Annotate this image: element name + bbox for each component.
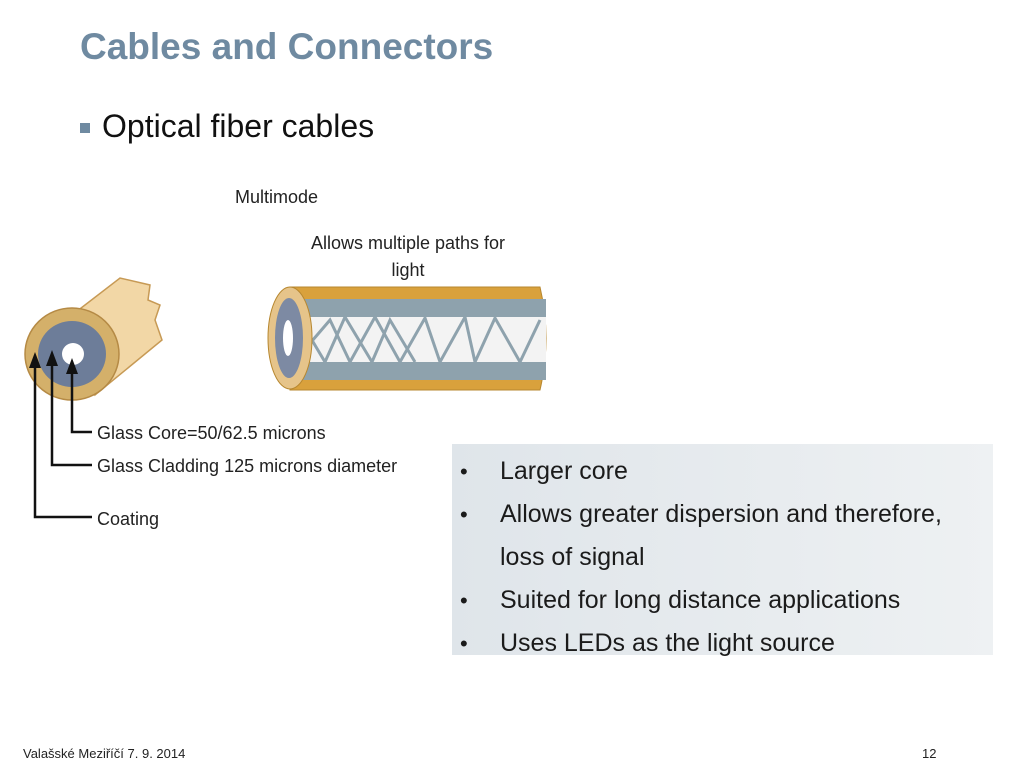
bullet-optical-fiber: Optical fiber cables	[80, 108, 374, 145]
pointer-arrowheads	[29, 350, 78, 374]
cable-cross-section	[24, 277, 163, 401]
square-bullet-icon	[80, 122, 90, 133]
bullet-dot-icon: •	[460, 631, 468, 656]
label-coating: Coating	[97, 509, 159, 529]
description-line-1: Allows multiple paths for	[311, 233, 505, 253]
page-number: 12	[922, 746, 937, 761]
slide-title: Cables and Connectors	[80, 26, 494, 67]
bullet-dot-icon: •	[460, 588, 468, 613]
pointer-lines	[33, 362, 92, 519]
label-cladding: Glass Cladding 125 microns diameter	[97, 456, 397, 476]
description-line-2: light	[391, 260, 424, 280]
info-item-larger-core: • Larger core	[458, 450, 993, 493]
info-item-long-distance: • Suited for long distance applications	[458, 579, 993, 622]
multimode-cable-side-view	[267, 286, 547, 391]
multimode-properties-box: • Larger core • Allows greater dispersio…	[452, 444, 993, 657]
info-item-dispersion: • Allows greater dispersion and therefor…	[458, 493, 993, 536]
multimode-label: Multimode	[235, 187, 318, 207]
bullet-text: Optical fiber cables	[102, 108, 375, 144]
info-item-dispersion-continued: loss of signal	[500, 543, 645, 571]
bullet-dot-icon: •	[460, 459, 468, 484]
footer-location-date: Valašské Meziříčí 7. 9. 2014	[23, 746, 186, 761]
bullet-dot-icon: •	[460, 502, 468, 527]
label-core: Glass Core=50/62.5 microns	[97, 423, 326, 443]
info-item-led-source: • Uses LEDs as the light source	[458, 622, 993, 665]
